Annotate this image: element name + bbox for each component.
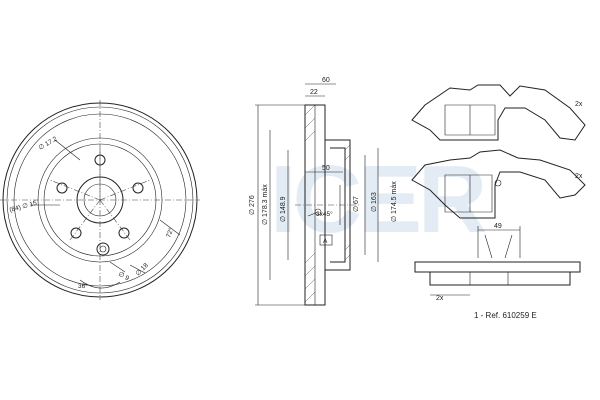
pcd-label: (84) ∅ 15: [9, 200, 38, 214]
pad-qty-top: 2x: [575, 101, 583, 108]
hat-diameter-label: ∅ 148.9: [280, 196, 287, 222]
pad-middle: [411, 149, 586, 219]
pad-labels: 2x 2x 2x 49: [436, 101, 583, 302]
pad-qty-side: 2x: [436, 295, 444, 302]
pad-top: [411, 84, 586, 141]
reference-label: 1 - Ref. 610259 E: [474, 311, 537, 320]
overall-width-label: 60: [322, 77, 330, 84]
pad-side-view: [414, 226, 581, 296]
face-max-label: ∅ 174.5 máx: [391, 181, 398, 222]
disc-section-view: [255, 83, 379, 306]
disc-section-labels: 60 22 50 ∅ 276 ∅ 178.3 máx ∅ 148.9 3x45°…: [249, 77, 398, 245]
bolt-diameter-label: ∅ 9: [117, 271, 130, 283]
angle-36-label: 36°: [78, 282, 88, 290]
outer-diameter-label: ∅ 276: [249, 195, 256, 215]
face-diameter-label: ∅ 163: [371, 192, 378, 212]
hub-diameter-label: ∅ 67: [353, 196, 360, 212]
angle-72-label: 72°: [164, 226, 175, 238]
pad-qty-middle: 2x: [575, 173, 583, 180]
inner-50-label: 50: [322, 165, 330, 172]
chamfer-label: 3x45°: [316, 210, 333, 218]
detail-a-label: A: [323, 238, 328, 245]
pad-width-label: 49: [494, 223, 502, 230]
disc-front-labels: ∅ 17.2 (84) ∅ 15 ∅ 9 72° ∅ 18 36°: [9, 135, 176, 290]
disc-front-view: [0, 100, 200, 300]
watermark-logo: ICER: [270, 146, 486, 253]
hat-max-label: ∅ 178.3 máx: [262, 184, 269, 225]
hat-width-label: 22: [310, 89, 318, 96]
